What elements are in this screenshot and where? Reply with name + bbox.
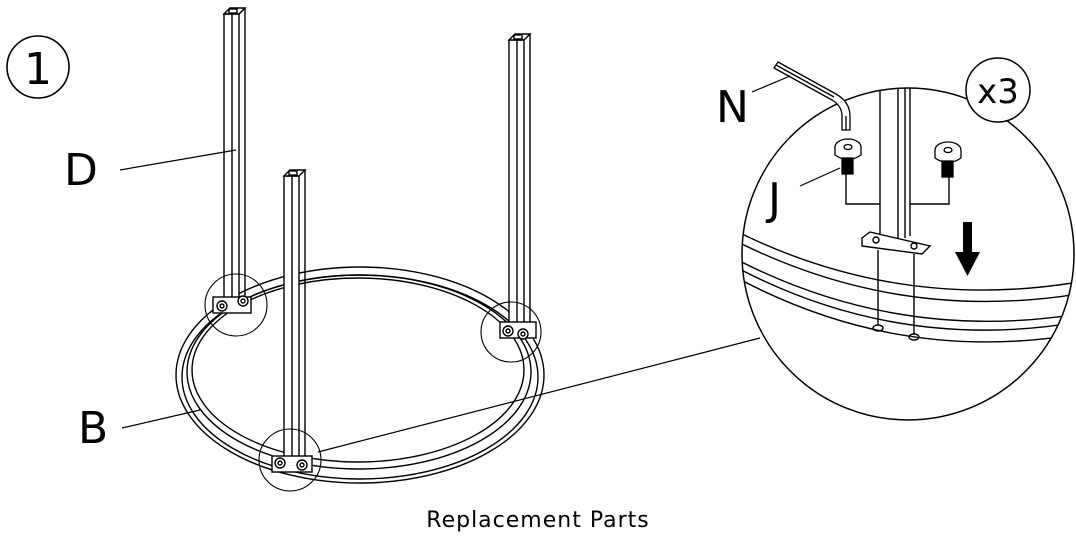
- joint-circle-right: [480, 301, 542, 363]
- leg-label: D: [64, 145, 98, 196]
- ring-label: B: [78, 403, 108, 454]
- bolt-left: [834, 138, 862, 175]
- joint-highlights: [204, 273, 542, 492]
- hex-key: [773, 61, 851, 131]
- leg-left: [212, 7, 252, 314]
- bolt-label: J: [765, 174, 781, 225]
- joint-circle-left: [204, 273, 268, 337]
- step-marker: 1: [6, 35, 70, 99]
- zoom-leader-line: [317, 337, 761, 453]
- quantity-badge: x3: [965, 57, 1031, 123]
- ring-label-leader: [121, 409, 201, 429]
- zoom-detail: [741, 87, 1075, 421]
- bolt-label-leader: [799, 167, 841, 187]
- hex-key-label: N: [716, 82, 749, 133]
- joint-circle-front: [258, 428, 322, 492]
- bolt-right: [934, 141, 962, 178]
- arrow-down-icon: [955, 222, 980, 276]
- leg-label-leader: [119, 149, 237, 171]
- leg-front: [271, 169, 313, 473]
- caption: Replacement Parts: [426, 508, 650, 533]
- hex-key-label-leader: [751, 75, 791, 93]
- step-number: 1: [24, 44, 52, 95]
- ring-b: [175, 266, 545, 484]
- leg-right: [499, 33, 537, 340]
- quantity-text: x3: [977, 72, 1019, 112]
